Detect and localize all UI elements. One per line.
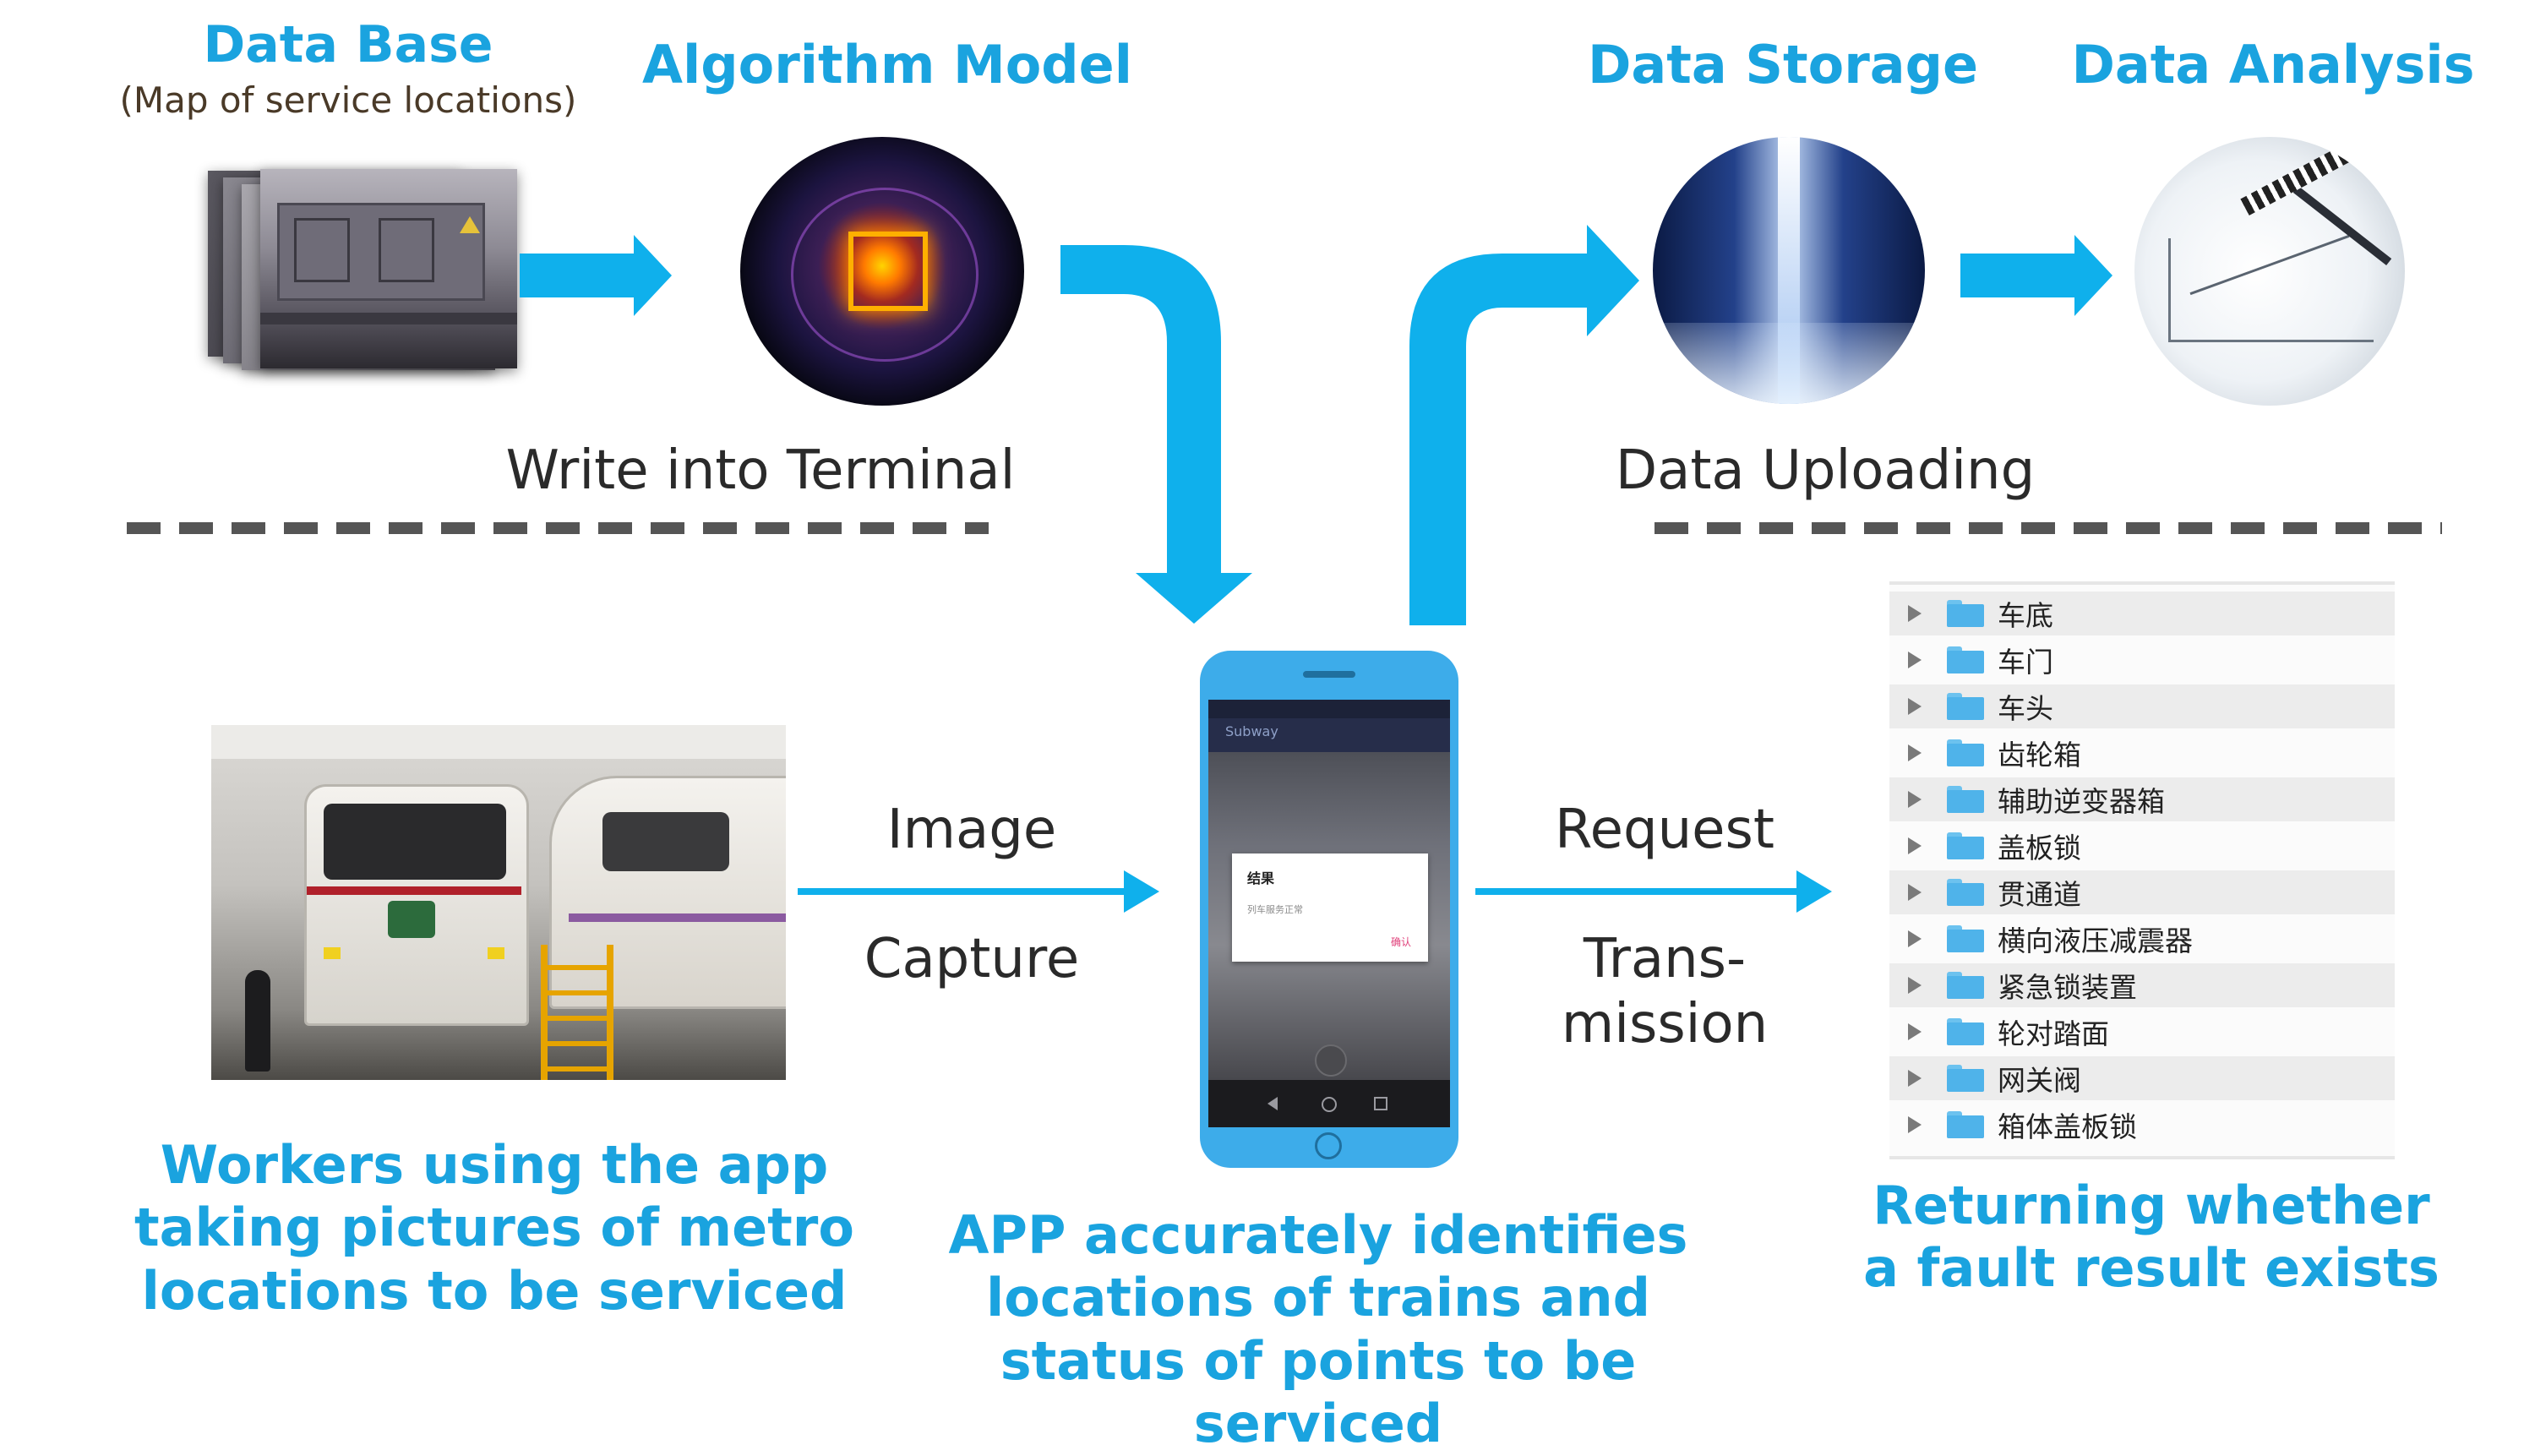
folder-icon (1947, 693, 1984, 720)
dialog-title: 结果 (1247, 870, 1275, 886)
returning-caption: Returning whether a fault result exists (1856, 1175, 2447, 1301)
expand-triangle-icon[interactable] (1908, 977, 1922, 994)
metro-train-photo (211, 725, 786, 1080)
data-storage-image (1653, 137, 1925, 404)
home-icon[interactable] (1322, 1097, 1337, 1112)
folder-row[interactable]: 齿轮箱 (1889, 731, 2395, 775)
storage-title: Data Storage (1587, 34, 1979, 95)
returning-caption-line: a fault result exists (1863, 1237, 2440, 1300)
expand-triangle-icon[interactable] (1908, 884, 1922, 901)
result-dialog: 结果 列车服务正常 确认 (1232, 853, 1428, 962)
app-caption-line: status of points to be serviced (1000, 1329, 1637, 1455)
app-caption-line: locations of trains and (986, 1267, 1650, 1329)
dialog-text: 列车服务正常 (1247, 904, 1303, 915)
folder-icon (1947, 1018, 1984, 1045)
folder-label: 辅助逆变器箱 (1998, 785, 2165, 818)
app-caption: APP accurately identifies locations of t… (879, 1204, 1758, 1456)
folder-row[interactable]: 网关阀 (1889, 1056, 2395, 1100)
database-image-stack (208, 166, 521, 372)
dashed-divider-left (127, 522, 989, 534)
camera-shutter-button[interactable] (1315, 1044, 1347, 1077)
algorithm-title: Algorithm Model (642, 34, 1132, 95)
folder-label: 车头 (1998, 692, 2053, 725)
fault-category-tree: 车底车门车头齿轮箱辅助逆变器箱盖板锁贯通道横向液压减震器紧急锁装置轮对踏面网关阀… (1889, 581, 2395, 1159)
expand-triangle-icon[interactable] (1908, 1070, 1922, 1087)
expand-triangle-icon[interactable] (1908, 1023, 1922, 1040)
folder-label: 紧急锁装置 (1998, 971, 2137, 1004)
expand-triangle-icon[interactable] (1908, 930, 1922, 947)
back-icon[interactable] (1267, 1097, 1278, 1110)
workers-caption-line: locations to be serviced (141, 1259, 848, 1322)
image-label: Image (886, 799, 1057, 861)
app-title: Subway (1225, 723, 1278, 739)
folder-label: 车底 (1998, 599, 2053, 632)
folder-label: 贯通道 (1998, 878, 2081, 911)
folder-icon (1947, 646, 1984, 673)
expand-triangle-icon[interactable] (1908, 605, 1922, 622)
folder-icon (1947, 739, 1984, 766)
returning-caption-line: Returning whether (1873, 1175, 2430, 1236)
folder-icon (1947, 832, 1984, 859)
arrow-algorithm-to-phone (1060, 245, 1252, 624)
folder-row[interactable]: 车头 (1889, 684, 2395, 728)
capture-label: Capture (864, 928, 1080, 990)
folder-row[interactable]: 箱体盖板锁 (1889, 1103, 2395, 1147)
app-caption-line: APP accurately identifies (948, 1204, 1688, 1266)
folder-icon (1947, 786, 1984, 813)
folder-row[interactable]: 车底 (1889, 592, 2395, 635)
folder-row[interactable]: 贯通道 (1889, 870, 2395, 914)
trans-label: Trans- (1583, 928, 1747, 990)
folder-icon (1947, 600, 1984, 627)
dialog-confirm-button[interactable]: 确认 (1391, 936, 1412, 948)
phone-home-key[interactable] (1315, 1132, 1342, 1159)
algorithm-chip-image (740, 137, 1024, 406)
database-title: Data Base (203, 15, 493, 74)
workers-caption-line: Workers using the app (160, 1134, 829, 1196)
folder-icon (1947, 925, 1984, 952)
folder-row[interactable]: 车门 (1889, 638, 2395, 682)
folder-icon (1947, 879, 1984, 906)
arrow-database-to-algorithm (520, 235, 672, 316)
expand-triangle-icon[interactable] (1908, 837, 1922, 854)
folder-label: 轮对踏面 (1998, 1017, 2109, 1050)
folder-row[interactable]: 盖板锁 (1889, 824, 2395, 868)
dashed-divider-right (1655, 522, 2442, 534)
folder-label: 齿轮箱 (1998, 739, 2081, 772)
folder-label: 网关阀 (1998, 1064, 2081, 1097)
data-analysis-image (2134, 137, 2405, 406)
folder-row[interactable]: 辅助逆变器箱 (1889, 777, 2395, 821)
folder-row[interactable]: 紧急锁装置 (1889, 963, 2395, 1007)
folder-row[interactable]: 横向液压减震器 (1889, 917, 2395, 961)
request-label: Request (1555, 799, 1774, 861)
phone-app-bar: Subway (1208, 700, 1450, 752)
data-uploading-label: Data Uploading (1615, 439, 2036, 502)
expand-triangle-icon[interactable] (1908, 1116, 1922, 1133)
mission-label: mission (1561, 993, 1769, 1055)
folder-label: 盖板锁 (1998, 832, 2081, 864)
expand-triangle-icon[interactable] (1908, 791, 1922, 808)
expand-triangle-icon[interactable] (1908, 698, 1922, 715)
workers-caption-line: taking pictures of metro (134, 1197, 854, 1259)
folder-label: 箱体盖板锁 (1998, 1110, 2137, 1143)
folder-label: 车门 (1998, 646, 2053, 679)
workers-caption: Workers using the app taking pictures of… (127, 1134, 862, 1322)
folder-icon (1947, 1065, 1984, 1092)
database-subtitle: (Map of service locations) (119, 79, 577, 121)
recents-icon[interactable] (1374, 1097, 1387, 1110)
expand-triangle-icon[interactable] (1908, 744, 1922, 761)
phone-speaker (1303, 671, 1355, 678)
analysis-title: Data Analysis (2071, 34, 2475, 95)
arrow-storage-to-analysis (1960, 235, 2112, 316)
phone-nav-bar (1208, 1080, 1450, 1127)
folder-label: 横向液压减震器 (1998, 924, 2193, 957)
write-into-terminal-label: Write into Terminal (505, 439, 1016, 502)
folder-row[interactable]: 轮对踏面 (1889, 1010, 2395, 1054)
folder-icon (1947, 972, 1984, 999)
expand-triangle-icon[interactable] (1908, 652, 1922, 668)
arrow-phone-to-storage (1409, 225, 1639, 625)
folder-icon (1947, 1111, 1984, 1138)
